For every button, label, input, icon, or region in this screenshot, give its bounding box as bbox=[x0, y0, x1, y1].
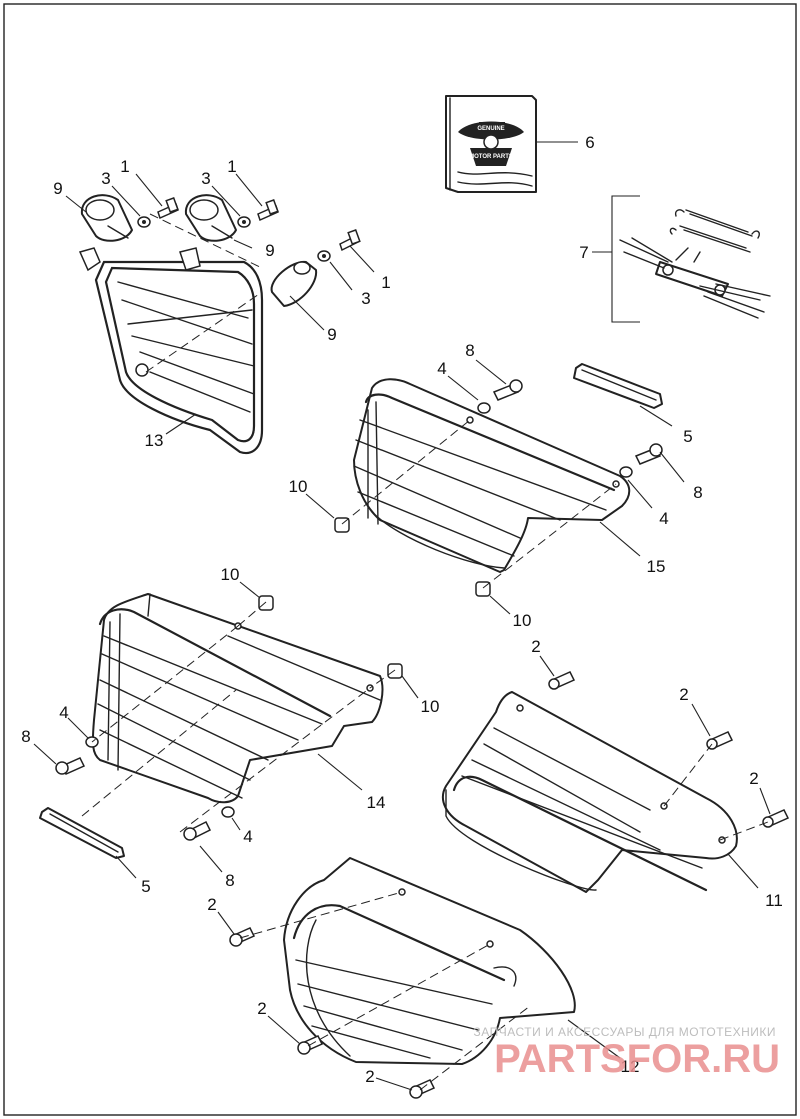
watermark-site: PARTSFOR.RU bbox=[494, 1037, 780, 1081]
callout-8: 8 bbox=[465, 341, 474, 360]
callout-labels: 1 1 1 2 2 2 2 2 2 3 3 3 4 4 4 4 5 5 6 7 … bbox=[21, 133, 783, 1086]
callout-14: 14 bbox=[367, 793, 386, 812]
callout-1: 1 bbox=[381, 273, 390, 292]
callout-2: 2 bbox=[365, 1067, 374, 1086]
callout-2: 2 bbox=[207, 895, 216, 914]
callout-13: 13 bbox=[145, 431, 164, 450]
callout-2: 2 bbox=[749, 769, 758, 788]
callout-1: 1 bbox=[227, 157, 236, 176]
callout-2: 2 bbox=[531, 637, 540, 656]
callout-3: 3 bbox=[101, 169, 110, 188]
part-7-tool-kit bbox=[592, 195, 771, 323]
callout-4: 4 bbox=[659, 509, 668, 528]
callout-4: 4 bbox=[59, 703, 68, 722]
callout-9: 9 bbox=[327, 325, 336, 344]
leader-lines bbox=[33, 173, 771, 1091]
watermark-tagline: ЗАПЧАСТИ И АКСЕССУАРЫ ДЛЯ МОТОТЕХНИКИ bbox=[474, 1025, 776, 1039]
callout-5: 5 bbox=[683, 427, 692, 446]
studs-8 bbox=[55, 379, 663, 841]
harley-logo-icon: GENUINE MOTOR PARTS bbox=[458, 121, 524, 166]
callout-10: 10 bbox=[221, 565, 240, 584]
callout-1: 1 bbox=[120, 157, 129, 176]
part-9-clamp-right bbox=[270, 260, 318, 307]
callout-6: 6 bbox=[585, 133, 594, 152]
part-13-front-guard bbox=[78, 247, 264, 455]
bolts-1 bbox=[157, 197, 361, 252]
callout-9: 9 bbox=[53, 179, 62, 198]
part-15-saddlebag-guard bbox=[353, 378, 631, 573]
part-11-lower-guard bbox=[441, 691, 738, 893]
washers-3 bbox=[137, 216, 331, 262]
trim-strips-5 bbox=[39, 363, 663, 859]
callout-15: 15 bbox=[647, 557, 666, 576]
callout-11: 11 bbox=[765, 891, 783, 910]
callout-9: 9 bbox=[265, 241, 274, 260]
callout-4: 4 bbox=[437, 359, 446, 378]
callout-5: 5 bbox=[141, 877, 150, 896]
callout-10: 10 bbox=[421, 697, 440, 716]
callout-2: 2 bbox=[679, 685, 688, 704]
diagram-border bbox=[3, 3, 797, 1116]
callout-2: 2 bbox=[257, 999, 266, 1018]
callout-8: 8 bbox=[21, 727, 30, 746]
part-9-clamp-left bbox=[80, 194, 133, 242]
part-14-saddlebag-guard bbox=[91, 593, 384, 804]
part-12-lower-guard bbox=[283, 857, 576, 1065]
callout-8: 8 bbox=[693, 483, 702, 502]
part-6-manual: GENUINE MOTOR PARTS bbox=[445, 95, 578, 193]
callout-10: 10 bbox=[289, 477, 308, 496]
callout-7: 7 bbox=[579, 243, 588, 262]
logo-text-top: GENUINE bbox=[477, 126, 504, 132]
callout-3: 3 bbox=[361, 289, 370, 308]
callout-10: 10 bbox=[513, 611, 532, 630]
part-9-clamp-middle bbox=[184, 194, 237, 242]
logo-text-bottom: MOTOR PARTS bbox=[469, 154, 513, 160]
callout-12: 12 bbox=[621, 1057, 640, 1076]
callout-4: 4 bbox=[243, 827, 252, 846]
nuts-4 bbox=[85, 402, 633, 818]
watermark: ЗАПЧАСТИ И АКСЕССУАРЫ ДЛЯ МОТОТЕХНИКИ PA… bbox=[474, 1025, 780, 1081]
callout-8: 8 bbox=[225, 871, 234, 890]
callout-3: 3 bbox=[201, 169, 210, 188]
alignment-lines bbox=[81, 213, 769, 1091]
